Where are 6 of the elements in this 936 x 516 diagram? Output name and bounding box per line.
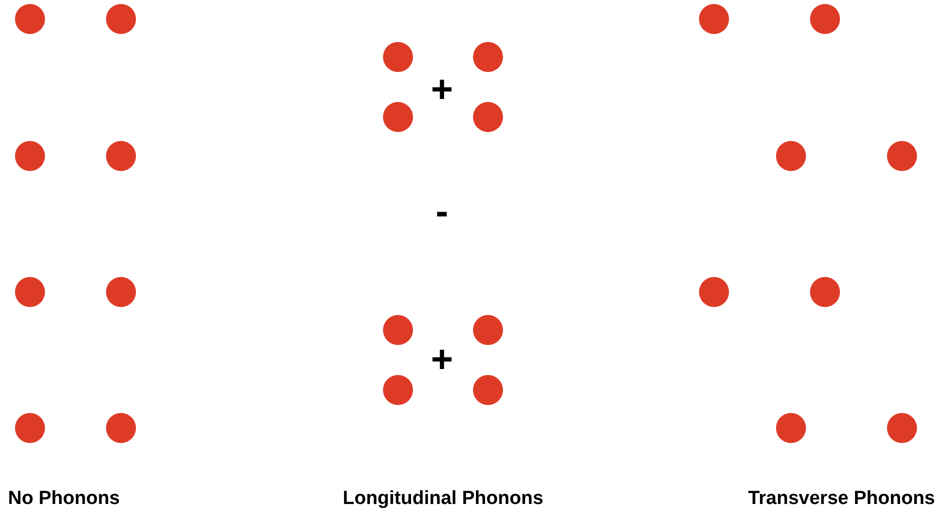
plus-sign: + [430,71,454,109]
caption: No Phonons [8,488,120,508]
plus-sign: + [430,341,454,379]
caption: Transverse Phonons [748,488,935,508]
caption: Longitudinal Phonons [342,488,544,508]
minus-sign: - [436,193,448,231]
